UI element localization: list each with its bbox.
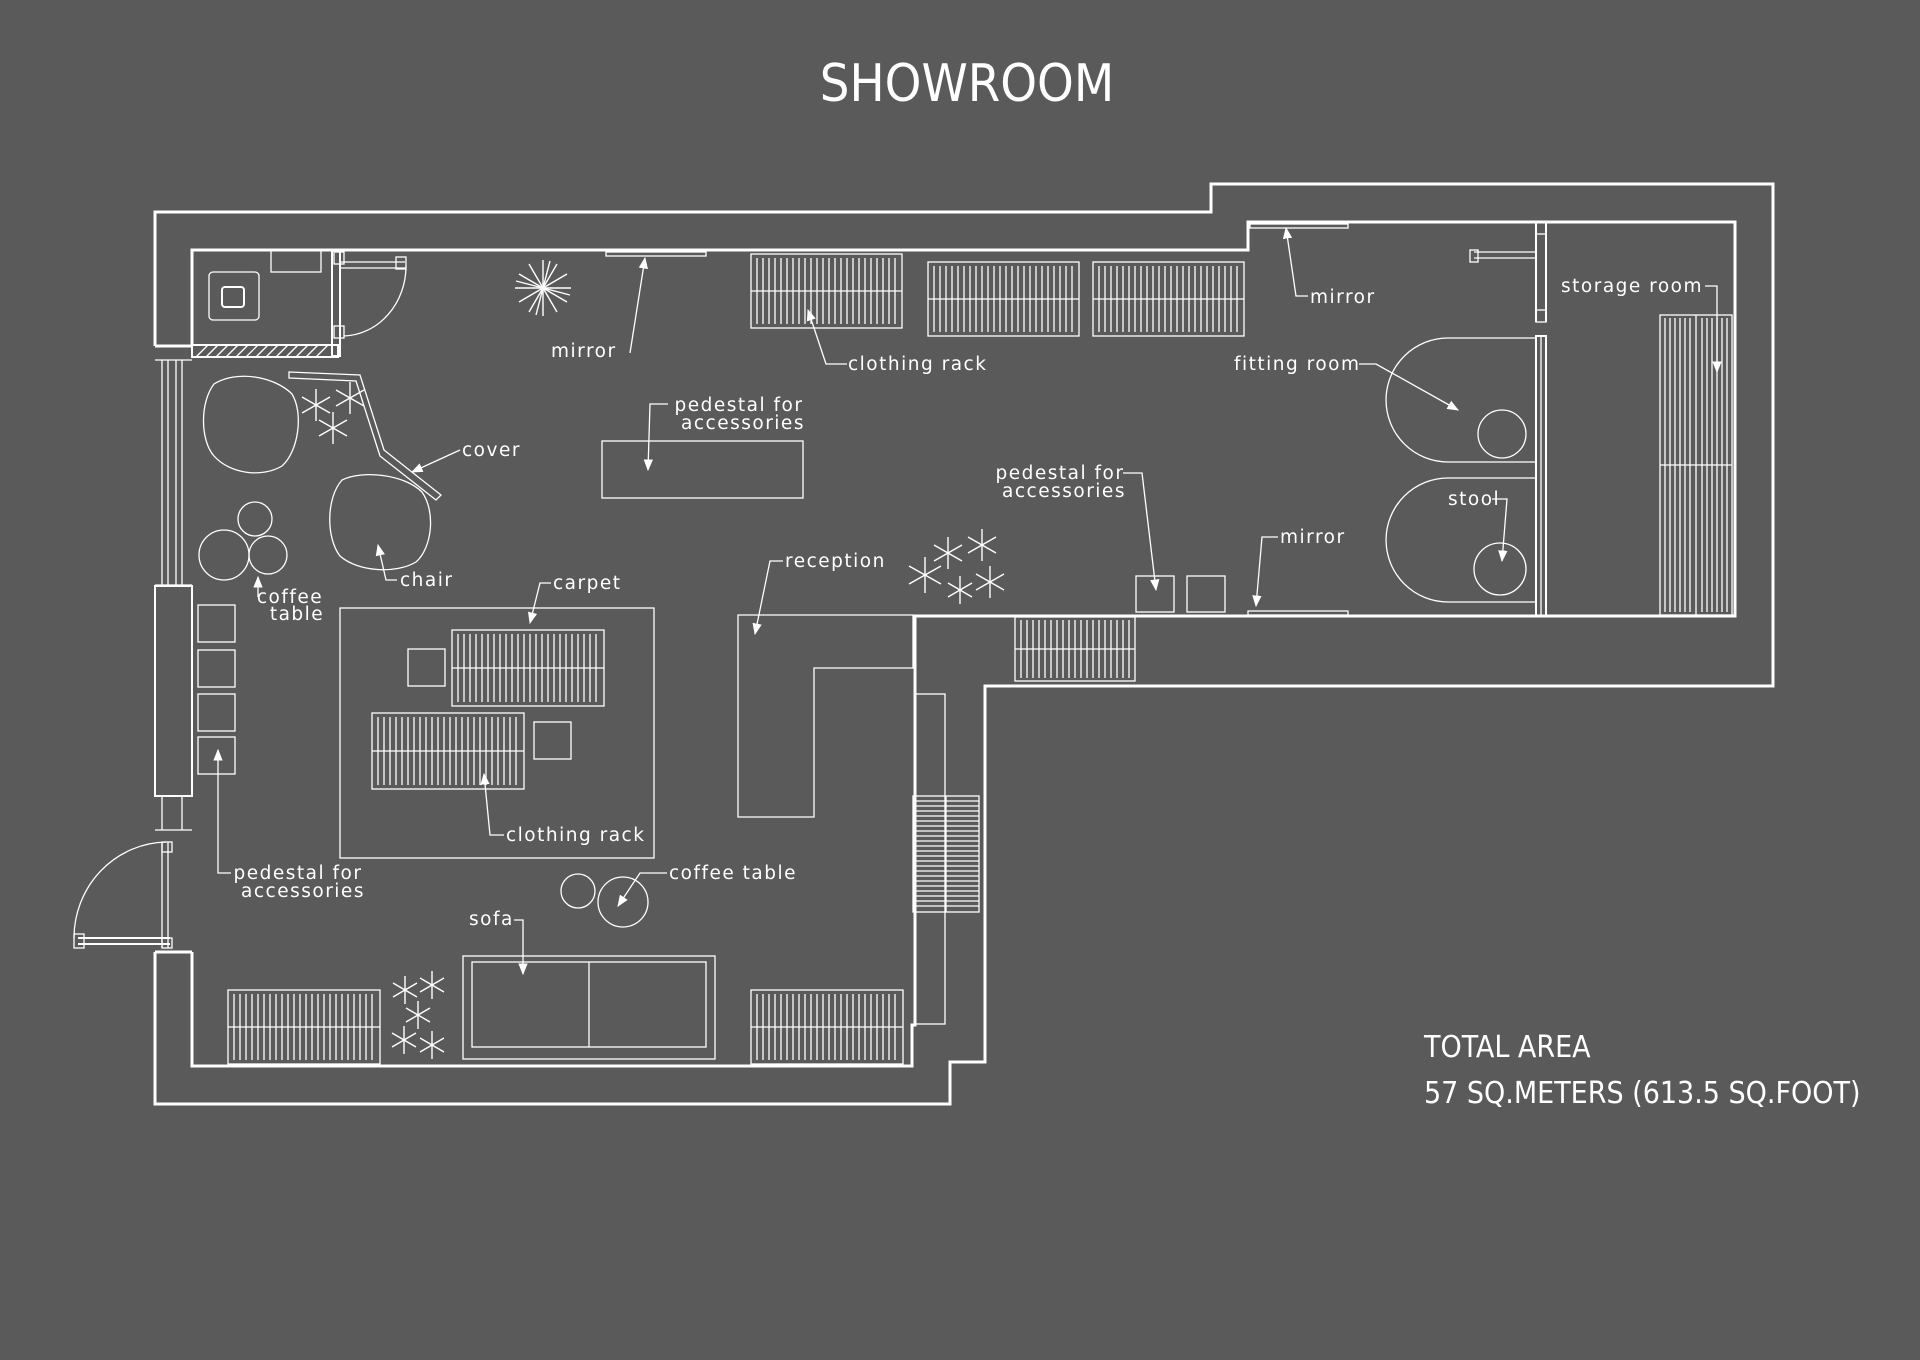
- label-clothing-rack-bottom: clothing rack: [506, 825, 645, 846]
- coffee-table-left-2: [198, 529, 250, 581]
- entrance-door[interactable]: [73, 841, 173, 949]
- label-storage-room: storage room: [1561, 276, 1703, 297]
- coffee-table-left-1: [237, 501, 273, 537]
- fitting-room-curtain-1: [1385, 337, 1536, 463]
- label-sofa: sofa: [469, 909, 514, 930]
- label-pedestal-center-1: pedestal for: [675, 395, 804, 416]
- reception-desk: [737, 614, 914, 818]
- label-mirror-top: mirror: [551, 341, 617, 362]
- sofa: [462, 955, 716, 1060]
- clothing-rack-top-2: [927, 261, 1080, 337]
- mirror-right-top: [1249, 223, 1349, 229]
- plant-top: [515, 260, 571, 316]
- coffee-table-left-3: [248, 535, 288, 575]
- carpet-cube-1: [407, 648, 446, 687]
- label-pedestal-left-1: pedestal for: [234, 863, 363, 884]
- plant-left: [301, 382, 365, 444]
- inner-wall: [190, 220, 1737, 1068]
- pedestal-left-1: [197, 604, 236, 643]
- pedestal-left-3: [197, 693, 236, 732]
- label-pedestal-center-2: accessories: [681, 413, 805, 434]
- clothing-rack-bottom-right: [750, 989, 904, 1065]
- clothing-rack-doorway: [1014, 616, 1136, 682]
- left-window-lower: [155, 796, 192, 831]
- label-mirror-right-bottom: mirror: [1280, 527, 1346, 548]
- label-stool: stool: [1448, 489, 1500, 510]
- label-coffee-table-bottom: coffee table: [669, 863, 797, 884]
- stool-1: [1477, 409, 1527, 459]
- clothing-rack-bottom-left: [227, 989, 381, 1065]
- label-reception: reception: [785, 551, 886, 572]
- label-coffee-table-left-2: table: [270, 604, 324, 625]
- left-wall-pier: [154, 585, 193, 797]
- walls: [73, 182, 1775, 1106]
- coffee-table-bottom-2: [597, 876, 649, 928]
- label-fitting-room: fitting room: [1234, 354, 1361, 375]
- label-carpet: carpet: [553, 573, 622, 594]
- fitting-room-curtain-2: [1385, 477, 1536, 603]
- armchair-left: [202, 375, 299, 474]
- label-mirror-right-top: mirror: [1310, 287, 1376, 308]
- stool-2: [1473, 542, 1527, 596]
- label-cover: cover: [462, 440, 521, 461]
- label-pedestal-right-1: pedestal for: [996, 463, 1125, 484]
- mirror-right-bottom: [1247, 610, 1349, 616]
- pedestal-right-2: [1186, 575, 1226, 613]
- outer-wall: [153, 182, 1775, 1106]
- label-pedestal-left-2: accessories: [241, 881, 365, 902]
- mirror-top: [605, 251, 707, 257]
- wall-column: [914, 693, 946, 1025]
- left-window: [155, 359, 192, 586]
- storage-shelves: [1659, 314, 1733, 616]
- pedestal-left-2: [197, 649, 236, 688]
- plant-bottom: [391, 971, 445, 1059]
- bathroom: [191, 249, 407, 358]
- cover: [288, 371, 442, 501]
- clothing-rack-carpet-1: [451, 629, 605, 707]
- radiator-right: [912, 795, 980, 913]
- pedestal-center: [601, 440, 804, 499]
- clothing-rack-top-3: [1092, 261, 1245, 337]
- page-title: SHOWROOM: [820, 54, 1114, 114]
- plant-reception: [908, 529, 1005, 604]
- leader-lines: [213, 226, 1722, 976]
- label-coffee-table-left-1: coffee: [257, 587, 323, 608]
- pedestal-left-4: [197, 736, 236, 775]
- total-area-label: TOTAL AREA: [1423, 1030, 1591, 1065]
- label-pedestal-right-2: accessories: [1002, 481, 1126, 502]
- label-clothing-rack-top: clothing rack: [848, 354, 987, 375]
- chair: [329, 474, 432, 571]
- coffee-table-bottom-1: [560, 873, 596, 909]
- pedestal-right-1: [1135, 575, 1175, 613]
- clothing-rack-top-1: [750, 253, 903, 329]
- carpet: [339, 607, 655, 859]
- total-area-value: 57 SQ.METERS (613.5 SQ.FOOT): [1424, 1076, 1861, 1111]
- furniture: [197, 223, 1733, 1065]
- carpet-cube-2: [533, 721, 572, 760]
- storage-room-door[interactable]: [1469, 221, 1547, 323]
- clothing-rack-carpet-2: [371, 712, 525, 790]
- label-chair: chair: [400, 570, 453, 591]
- labels: mirror clothing rack mirror storage room…: [234, 276, 1703, 930]
